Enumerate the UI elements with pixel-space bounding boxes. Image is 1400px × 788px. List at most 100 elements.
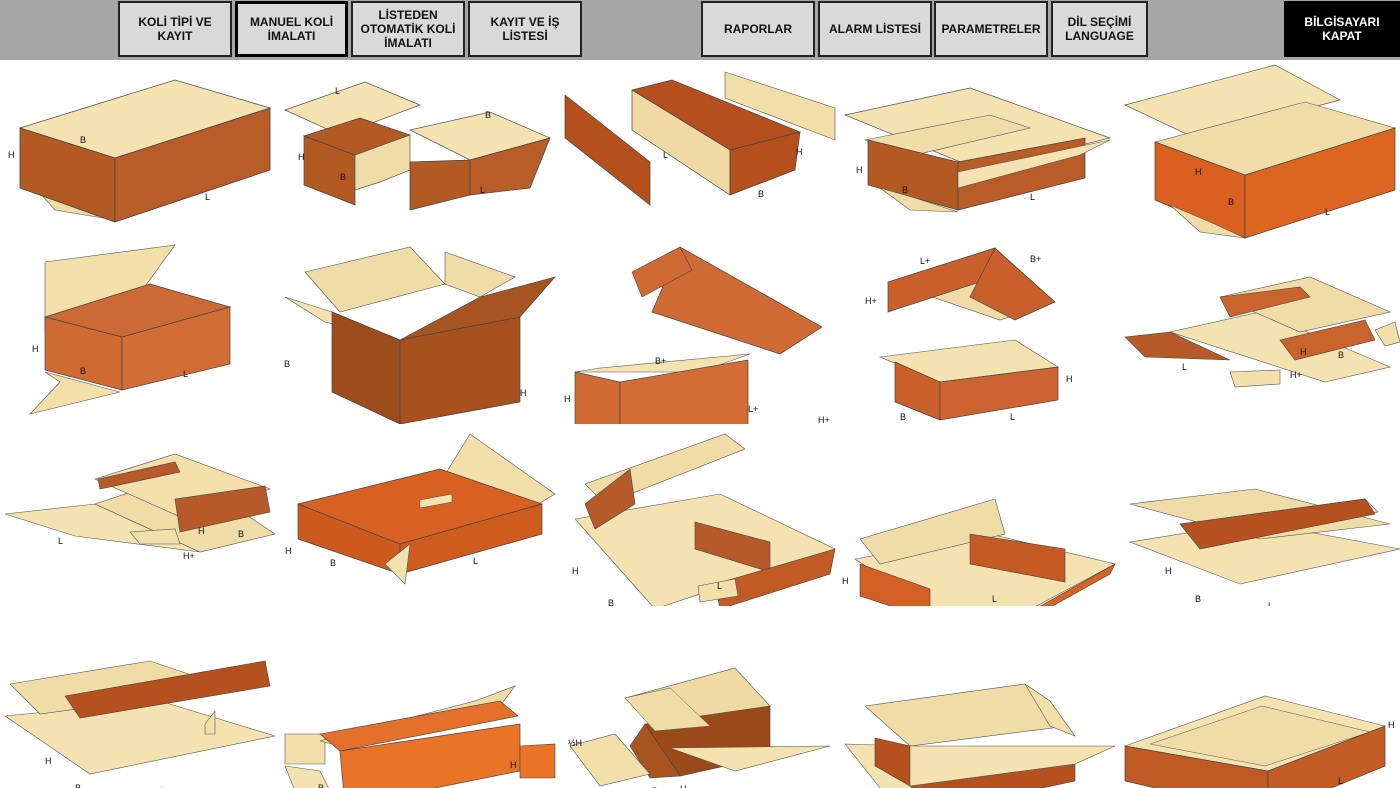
box-type-7[interactable]: B H B L [280,242,560,424]
label-h: H [8,150,15,160]
label-h: H [1066,374,1073,384]
label-b: B [330,558,336,568]
label-b: B [758,189,764,199]
box-type-16[interactable]: H B L [0,606,280,788]
label-l: L [335,86,340,96]
label-h-plus: H+ [865,296,877,306]
box-type-19[interactable]: B H L [840,606,1120,788]
label-h: H [564,394,571,404]
box-open-flap-tray-icon: B H L [844,683,1116,788]
label-l: L [1030,192,1035,202]
parameters-button[interactable]: PARAMETRELER [934,1,1048,57]
box-partition-tray-icon: H B L [572,433,836,606]
label-l: L [717,581,722,591]
box-type-10[interactable]: L H B H+ [1120,242,1400,424]
box-type-1[interactable]: H B L [0,60,280,242]
label-b: B [75,783,81,788]
label-l: L [58,536,63,546]
label-l: L [160,786,165,788]
label-b: B [900,412,906,422]
label-b: B [238,529,244,539]
label-l-2: L [480,185,485,195]
record-and-job-list-button[interactable]: KAYIT VE İŞ LİSTESİ [468,1,582,57]
label-l: L [1338,776,1343,786]
label-h: H [1388,720,1395,730]
label-l-plus: L+ [920,256,930,266]
label-h: H [198,526,205,536]
label-h: H [32,344,39,354]
box-type-8[interactable]: H B+ L+ H+ B L [560,242,840,424]
box-rsc-icon: H B L [8,79,272,223]
box-end-tray-icon: H B L [842,498,1116,606]
label-b: B [1338,350,1344,360]
label-b-plus: B+ [1030,254,1041,264]
box-type-3[interactable]: L H B [560,60,840,242]
box-open-lid-icon: H B L [1123,64,1397,239]
manual-box-production-button[interactable]: MANUEL KOLİ İMALATI [235,1,348,57]
shutdown-computer-button[interactable]: BİLGİSAYARI KAPAT [1284,1,1400,57]
label-h: H [572,566,579,576]
reports-button[interactable]: RAPORLAR [701,1,815,57]
label-l: L [992,594,997,604]
label-b: B [652,786,658,788]
box-type-18[interactable]: ½H B H [560,606,840,788]
box-open-top-flaps-icon: B H B L [284,246,556,424]
box-lid-and-base-icon: H B+ L+ H+ B L [564,246,830,424]
label-h: H [285,546,292,556]
label-b-2: B [485,110,491,120]
label-b: B [318,783,324,788]
label-h: H [796,147,803,157]
label-h: H [1165,566,1172,576]
box-folded-halves-icon: L H B B L [284,81,552,211]
box-type-2[interactable]: L H B B L [280,60,560,242]
label-h: H [1300,347,1307,357]
box-type-5[interactable]: H B L [1120,60,1400,242]
box-sleeve-icon: L H B [564,71,836,206]
box-wrap-around-icon: H B L [29,244,232,415]
label-h-plus: H+ [1290,370,1302,380]
box-lid-tray-icon: H B L [1128,488,1400,606]
top-navigation-bar: KOLİ TİPİ VE KAYIT MANUEL KOLİ İMALATI L… [0,0,1400,60]
label-h: H [680,784,687,788]
box-type-15[interactable]: H B L [1120,424,1400,606]
label-b: B [1195,594,1201,604]
box-hinged-lid-icon: H B L [4,660,276,788]
box-type-11[interactable]: L H B H+ [0,424,280,606]
label-b: B [1228,197,1234,207]
label-half-h: ½H [568,738,582,748]
box-type-14[interactable]: H B L [840,424,1120,606]
box-type-20[interactable]: B H L [1120,606,1400,788]
box-type-12[interactable]: H B L [280,424,560,606]
label-l: L [1182,362,1187,372]
label-b: B [80,135,86,145]
label-h: H [45,756,52,766]
label-h: H [510,760,517,770]
box-type-13[interactable]: H B L [560,424,840,606]
box-shallow-tray-icon: B H L [1123,695,1395,788]
label-h: H [856,165,863,175]
box-type-6[interactable]: H B L [0,242,280,424]
box-long-sleeve-icon: H B L [284,685,556,788]
label-h: H [1195,167,1202,177]
label-b-flap: B [284,359,290,369]
label-l: L [205,192,210,202]
language-select-button[interactable]: DİL SEÇİMİ LANGUAGE [1051,1,1148,57]
label-h: H [298,152,305,162]
label-l: L [663,150,668,160]
box-half-height-icon: ½H B H [568,667,831,788]
box-type-and-record-button[interactable]: KOLİ TİPİ VE KAYIT [118,1,232,57]
alarm-list-button[interactable]: ALARM LİSTESİ [818,1,932,57]
label-h-plus: H+ [183,551,195,561]
box-type-4[interactable]: H B L [840,60,1120,242]
label-l: L [1268,601,1273,606]
auto-production-from-list-button[interactable]: LİSTEDEN OTOMATİK KOLİ İMALATI [351,1,465,57]
box-type-9[interactable]: L+ B+ H+ H B L [840,242,1120,424]
label-b: B [902,185,908,195]
label-b: B [80,366,86,376]
label-l: L [1010,412,1015,422]
label-h: H [842,576,849,586]
box-type-17[interactable]: H B L [280,606,560,788]
label-b: B [340,172,346,182]
label-b-plus: B+ [655,356,666,366]
box-telescope-lid-icon: L+ B+ H+ H B L [865,247,1073,422]
